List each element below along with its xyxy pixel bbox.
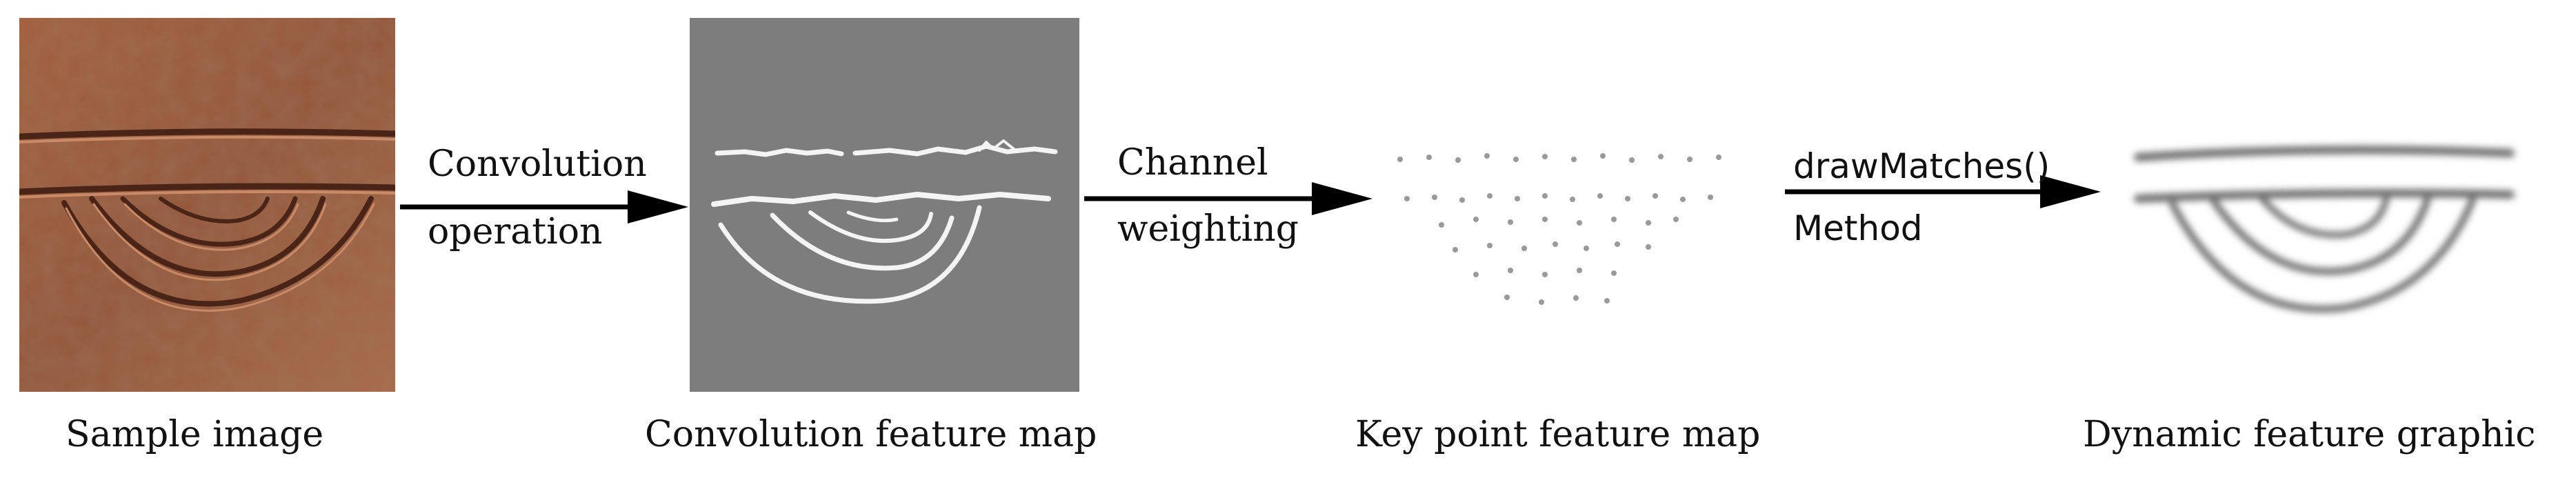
key-point-feature-map xyxy=(1379,18,1766,392)
convolution-arrow-bottom-label: operation xyxy=(428,211,603,252)
convolution-arrow xyxy=(400,186,690,228)
channel-weighting-bottom-label: weighting xyxy=(1117,208,1299,250)
draw-matches-arrow xyxy=(1785,171,2102,212)
dynamic-feature-graphic-caption: Dynamic feature graphic xyxy=(2083,414,2536,455)
channel-weighting-top-label: Channel xyxy=(1117,142,1268,183)
key-point-feature-map-caption: Key point feature map xyxy=(1355,414,1761,455)
key-points xyxy=(1397,153,1721,305)
channel-weighting-arrow xyxy=(1084,178,1374,219)
convolution-feature-map xyxy=(690,18,1079,392)
draw-matches-top-label: drawMatches() xyxy=(1793,146,2050,186)
sample-image-caption: Sample image xyxy=(66,414,324,455)
dynamic-feature-graphic xyxy=(2124,18,2524,392)
convolution-arrow-top-label: Convolution xyxy=(428,143,647,185)
draw-matches-bottom-label: Method xyxy=(1793,208,1923,248)
sample-image xyxy=(19,18,395,392)
convolution-feature-map-caption: Convolution feature map xyxy=(645,414,1097,455)
